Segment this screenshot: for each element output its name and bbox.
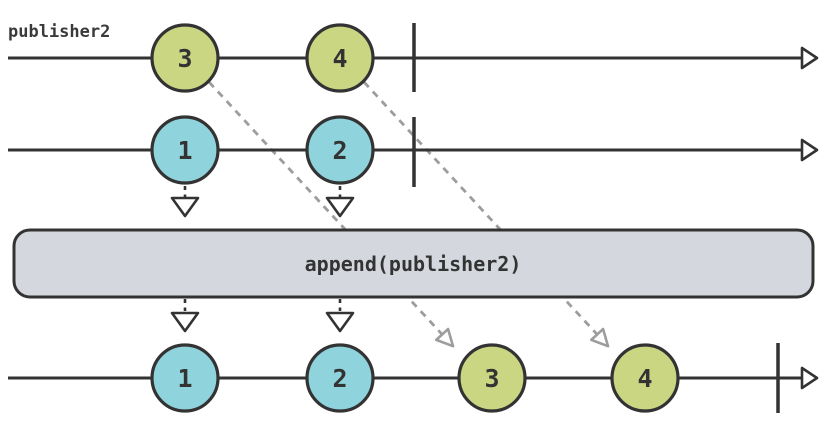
marble-circle (150, 115, 220, 185)
marble-circle (150, 343, 220, 413)
marble-value: 4 (332, 44, 347, 73)
diagonal-transfer-arrows (207, 81, 610, 348)
timeline-arrowhead-icon (800, 138, 819, 162)
operator-label: append(publisher2) (305, 252, 522, 276)
marble-value: 3 (177, 44, 192, 73)
publisher2-label: publisher2 (8, 22, 110, 42)
event-marble: 3 (457, 343, 527, 413)
marble-circle (457, 343, 527, 413)
marble-circle (305, 343, 375, 413)
marble-circle (610, 343, 680, 413)
event-marble: 1 (150, 343, 220, 413)
operator-to-output-arrow (170, 299, 200, 333)
timeline-output: 1 2 3 4 (8, 343, 819, 413)
event-marble: 2 (305, 115, 375, 185)
event-marble: 2 (305, 343, 375, 413)
marble-value: 3 (484, 364, 499, 393)
down-arrowhead-icon (170, 311, 200, 333)
marble-value: 2 (332, 364, 347, 393)
timeline-arrowhead-icon (800, 46, 819, 70)
marble-circle (305, 115, 375, 185)
timeline-arrowhead-icon (800, 366, 819, 390)
marble-value: 2 (332, 136, 347, 165)
event-marble: 3 (150, 23, 220, 93)
event-marble: 4 (610, 343, 680, 413)
marble-value: 1 (177, 364, 192, 393)
event-to-operator-arrow (170, 186, 200, 218)
marble-circle (305, 23, 375, 93)
timeline-upstream: 1 2 (8, 115, 819, 218)
marble-circle (150, 23, 220, 93)
marble-value: 4 (637, 364, 652, 393)
transfer-arrow-event-4 (362, 81, 610, 348)
down-arrowhead-icon (325, 196, 355, 218)
event-to-operator-arrow (325, 186, 355, 218)
timeline-publisher2: publisher2 3 4 (8, 22, 819, 93)
down-arrowhead-icon (170, 196, 200, 218)
operator-to-output-arrow (325, 299, 355, 333)
operator-box (12, 228, 815, 299)
operator: append(publisher2) (12, 228, 815, 299)
event-marble: 1 (150, 115, 220, 185)
down-arrowhead-icon (325, 311, 355, 333)
event-marble: 4 (305, 23, 375, 93)
marble-value: 1 (177, 136, 192, 165)
